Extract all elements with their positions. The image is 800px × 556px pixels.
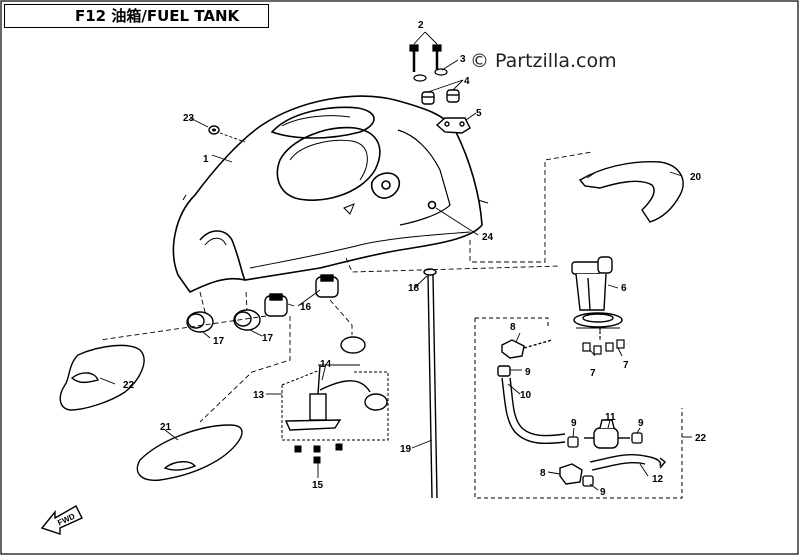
- callout-18: 18: [408, 283, 420, 294]
- callout-17-right: 17: [262, 333, 274, 344]
- callout-9-mid: 9: [571, 418, 577, 429]
- washers-3[interactable]: [413, 68, 448, 82]
- callout-labels: 23 1 2 3 4 5 20 24 6 7 7 8 9 10 9 11 9 2…: [123, 20, 707, 498]
- screws-15[interactable]: [294, 443, 343, 464]
- clip-18[interactable]: [423, 268, 437, 276]
- callout-17-left: 17: [213, 336, 225, 347]
- callout-6: 6: [621, 283, 627, 294]
- leader-lines: [99, 31, 692, 491]
- callout-16: 16: [300, 302, 312, 313]
- group-13-bracket: [281, 369, 389, 441]
- clamp-9-mid[interactable]: [567, 436, 579, 448]
- nut-24-top[interactable]: [208, 125, 220, 135]
- bolts-2[interactable]: [409, 44, 442, 72]
- callout-5: 5: [476, 108, 482, 119]
- shield-20[interactable]: [578, 160, 684, 223]
- pad-22[interactable]: [59, 344, 145, 411]
- callout-19: 19: [400, 444, 412, 455]
- callout-9-right: 9: [638, 418, 644, 429]
- fuel-sender-13[interactable]: [284, 336, 388, 431]
- mount-16-a[interactable]: [264, 293, 288, 317]
- callout-8-top: 8: [510, 322, 516, 333]
- callout-22: 22: [123, 380, 135, 391]
- clamp-9-right[interactable]: [631, 432, 643, 444]
- callout-10: 10: [520, 390, 532, 401]
- connector-8-top[interactable]: [501, 339, 553, 359]
- callout-9-top: 9: [525, 367, 531, 378]
- assembly-guides: [99, 151, 601, 423]
- diagram-title: F12 油箱/FUEL TANK: [4, 4, 269, 28]
- callout-7-left: 7: [590, 368, 596, 379]
- tube-19[interactable]: [427, 274, 438, 499]
- watermark: © Partzilla.com: [470, 50, 617, 72]
- fuel-pump-6[interactable]: [571, 256, 623, 329]
- callout-24: 23: [183, 113, 195, 124]
- callout-12: 12: [652, 474, 664, 485]
- fuel-tank[interactable]: [172, 95, 489, 294]
- mount-16-b[interactable]: [315, 274, 339, 298]
- callout-24-tank: 24: [482, 232, 494, 243]
- connector-8-bottom[interactable]: [559, 463, 583, 485]
- fuel-filter-11[interactable]: [584, 419, 630, 449]
- grommets-4[interactable]: [421, 89, 460, 105]
- callout-1: 1: [203, 154, 209, 165]
- callout-21: 21: [160, 422, 172, 433]
- nuts-7[interactable]: [582, 328, 625, 355]
- rubber-17-a[interactable]: [186, 311, 214, 333]
- callout-9-bottom: 9: [600, 487, 606, 498]
- clamp-9-bottom[interactable]: [582, 475, 594, 487]
- callout-20: 20: [690, 172, 702, 183]
- callout-8-bottom: 8: [540, 468, 546, 479]
- hose-10[interactable]: [501, 377, 566, 445]
- callout-4: 4: [464, 76, 470, 87]
- callout-23: 22: [695, 433, 707, 444]
- callout-7-right: 7: [623, 360, 629, 371]
- clamp-9-top[interactable]: [497, 365, 511, 377]
- pad-21[interactable]: [136, 424, 243, 481]
- bracket-5[interactable]: [435, 117, 471, 134]
- fwd-arrow: FWD: [40, 505, 83, 535]
- group-23-bracket: [474, 317, 683, 499]
- callout-3: 3: [460, 54, 466, 65]
- callout-14: 14: [320, 359, 332, 370]
- callout-13: 13: [253, 390, 265, 401]
- callout-15: 15: [312, 480, 324, 491]
- callout-11: 11: [605, 412, 616, 423]
- callout-2: 2: [418, 20, 424, 31]
- hose-12[interactable]: [589, 453, 666, 471]
